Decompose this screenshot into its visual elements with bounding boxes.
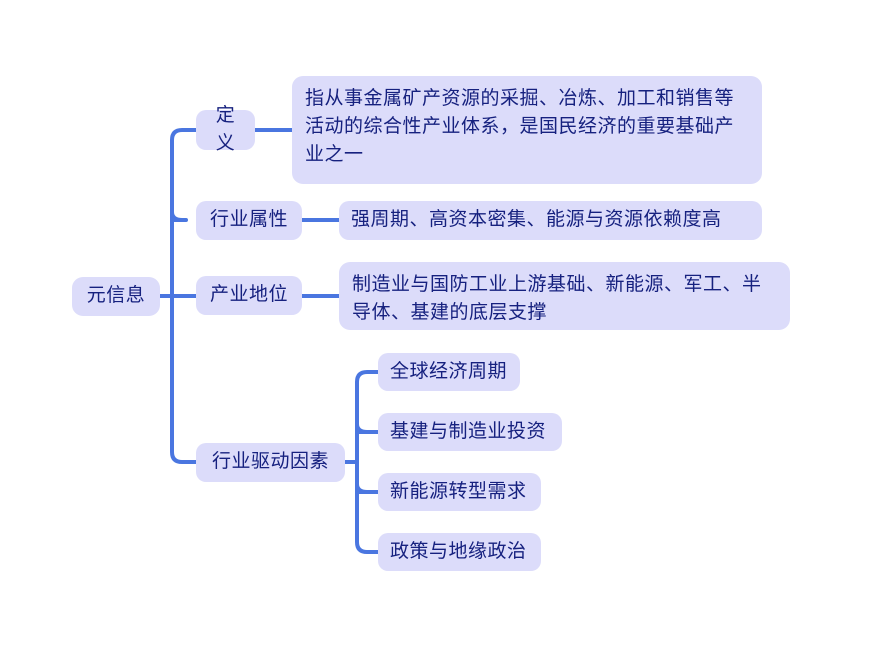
connector-sub-elbow-3: [355, 482, 369, 494]
node-root-label: 元信息: [86, 285, 146, 307]
node-subnode-zhengce-label: 政策与地缘政治: [390, 540, 527, 562]
node-subnode-jingjizhouqi-label: 全球经济周期: [390, 360, 508, 382]
connector-sub-elbow-2: [355, 422, 369, 434]
node-subnode-jingjizhouqi[interactable]: 全球经济周期: [378, 353, 520, 391]
node-branch-qudong[interactable]: 行业驱动因素: [196, 443, 345, 482]
connector-sub-trunk: [355, 370, 380, 554]
node-subnode-zhengce[interactable]: 政策与地缘政治: [378, 533, 541, 571]
node-branch-diwei-label: 产业地位: [209, 284, 288, 306]
node-detail-dingyi-text: 指从事金属矿产资源的采掘、冶炼、加工和销售等活动的综合性产业体系，是国民经济的重…: [305, 88, 735, 166]
node-branch-dingyi-label: 定义: [215, 104, 236, 154]
node-branch-shuxing-label: 行业属性: [209, 209, 288, 231]
node-detail-diwei[interactable]: 制造业与国防工业上游基础、新能源、军工、半导体、基建的底层支撑: [339, 262, 790, 330]
node-detail-shuxing[interactable]: 强周期、高资本密集、能源与资源依赖度高: [339, 201, 762, 240]
node-branch-dingyi[interactable]: 定义: [196, 105, 255, 154]
node-subnode-xinnengyuan-label: 新能源转型需求: [390, 480, 527, 502]
connector-trunk: [170, 128, 198, 464]
node-detail-shuxing-text: 强周期、高资本密集、能源与资源依赖度高: [351, 209, 722, 231]
connector-elbow-branch-2: [170, 210, 184, 222]
node-subnode-jijian[interactable]: 基建与制造业投资: [378, 413, 562, 451]
node-detail-dingyi[interactable]: 指从事金属矿产资源的采掘、冶炼、加工和销售等活动的综合性产业体系，是国民经济的重…: [292, 76, 762, 184]
node-branch-shuxing[interactable]: 行业属性: [196, 201, 302, 240]
node-branch-qudong-label: 行业驱动因素: [211, 451, 329, 473]
node-subnode-jijian-label: 基建与制造业投资: [390, 420, 547, 442]
node-subnode-xinnengyuan[interactable]: 新能源转型需求: [378, 473, 541, 511]
node-root[interactable]: 元信息: [72, 277, 160, 316]
node-detail-diwei-text: 制造业与国防工业上游基础、新能源、军工、半导体、基建的底层支撑: [352, 274, 762, 324]
node-branch-diwei[interactable]: 产业地位: [196, 276, 302, 315]
